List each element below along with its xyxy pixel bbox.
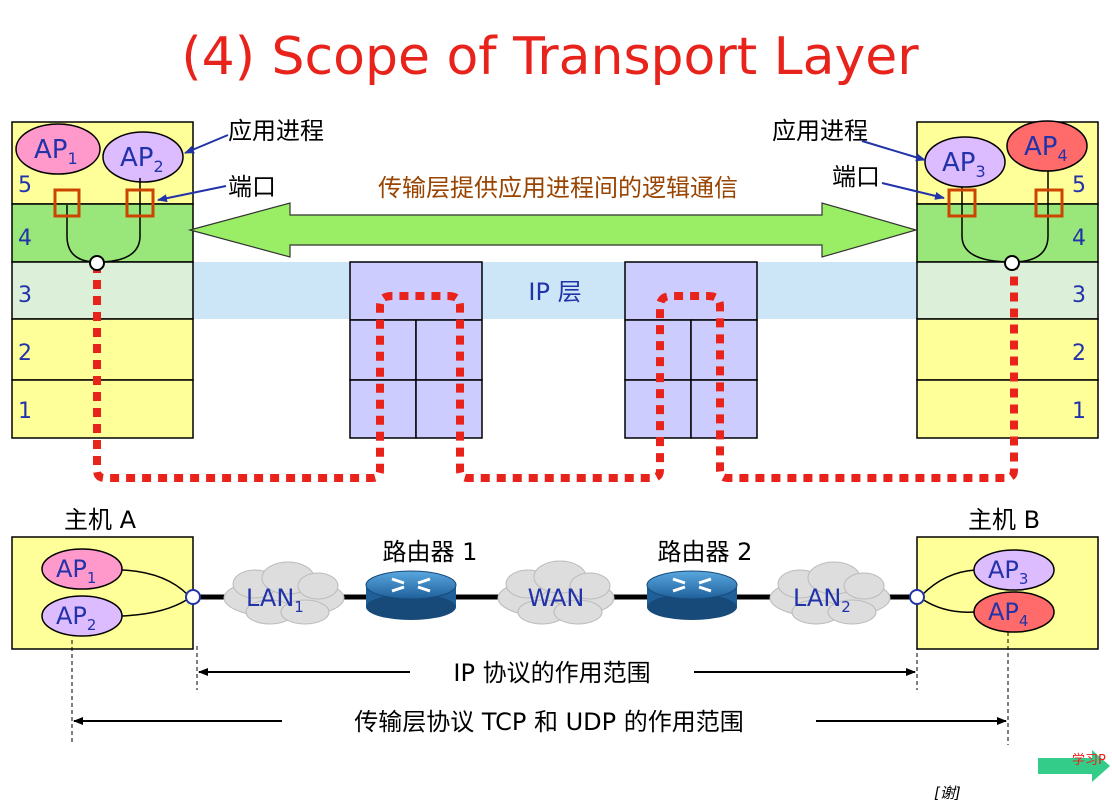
host-b-ap-links	[921, 569, 976, 613]
layer-5-label: 5	[18, 173, 32, 198]
router-1-label: 路由器 1	[383, 538, 478, 566]
layer-2-label: 2	[18, 341, 32, 366]
port-icon	[947, 188, 977, 218]
ap2-ellipse	[102, 131, 184, 183]
host-b-interface	[909, 589, 925, 605]
ap4-label: AP4	[1024, 132, 1068, 165]
transport-port-node	[89, 255, 105, 271]
layer-2-label: 2	[1072, 341, 1086, 366]
footer-note: [谢]	[934, 784, 961, 800]
lan2-label: LAN2	[793, 584, 851, 616]
router-1-stack	[349, 261, 483, 439]
layer-1-label: 1	[1072, 399, 1086, 424]
port-icon	[125, 188, 155, 218]
ap3-ellipse	[924, 136, 1006, 188]
ip-layer-label: IP 层	[528, 278, 581, 306]
arrow-right-icon	[1038, 750, 1110, 782]
ap4-label: AP4	[988, 598, 1028, 630]
port-icon	[1034, 188, 1064, 218]
port-pointer	[881, 182, 945, 200]
router-2-stack	[624, 261, 758, 439]
host-a-label: 主机 A	[64, 506, 137, 534]
logical-comm-arrow	[187, 202, 919, 258]
ap4-ellipse	[1006, 120, 1088, 172]
layer-3-label: 3	[1072, 283, 1086, 308]
host-b-label: 主机 B	[968, 506, 1040, 534]
next-slide-button[interactable]: 学习P	[1038, 750, 1110, 782]
ap2-ellipse	[41, 595, 123, 637]
ap4-ellipse	[973, 591, 1055, 633]
next-slide-label: 学习P	[1072, 752, 1106, 768]
cloud-icon	[223, 561, 345, 625]
port-icon	[53, 188, 81, 218]
router-2-label: 路由器 2	[658, 538, 753, 566]
port-label: 端口	[228, 173, 276, 201]
host-a-ap-links	[121, 569, 189, 617]
router-icon	[646, 570, 738, 620]
cloud-icon	[769, 561, 891, 625]
ap1-label: AP1	[56, 555, 96, 587]
ap1-ellipse	[41, 548, 123, 590]
host-a-interface	[185, 589, 201, 605]
layer-3-label: 3	[18, 283, 32, 308]
lan1-label: LAN1	[246, 584, 304, 616]
router-icon	[365, 570, 457, 620]
wan-label: WAN	[528, 584, 585, 612]
page-title: (4) Scope of Transport Layer	[181, 27, 919, 87]
ap1-ellipse	[15, 123, 101, 175]
layer-4-label: 4	[1072, 226, 1086, 251]
ap3-label: AP3	[942, 148, 986, 181]
transport-scope-label: 传输层协议 TCP 和 UDP 的作用范围	[354, 708, 744, 736]
logical-comm-label: 传输层提供应用进程间的逻辑通信	[378, 174, 738, 202]
app-process-pointer	[184, 134, 229, 154]
ap1-label: AP1	[34, 135, 78, 168]
layer-1-label: 1	[18, 399, 32, 424]
port-label: 端口	[832, 163, 880, 191]
ap3-label: AP3	[988, 556, 1028, 588]
layer-4-label: 4	[18, 226, 32, 251]
ap2-label: AP2	[120, 143, 164, 176]
layer-5-label: 5	[1072, 173, 1086, 198]
ap3-ellipse	[973, 549, 1055, 591]
app-process-label: 应用进程	[228, 117, 324, 145]
app-process-pointer	[861, 140, 926, 162]
ap2-label: AP2	[56, 602, 96, 634]
transport-port-node	[1004, 255, 1020, 271]
cloud-icon	[497, 560, 615, 625]
ip-scope-label: IP 协议的作用范围	[453, 659, 650, 687]
app-process-label: 应用进程	[772, 117, 868, 145]
ip-layer-band	[193, 262, 917, 319]
port-pointer	[157, 185, 227, 203]
